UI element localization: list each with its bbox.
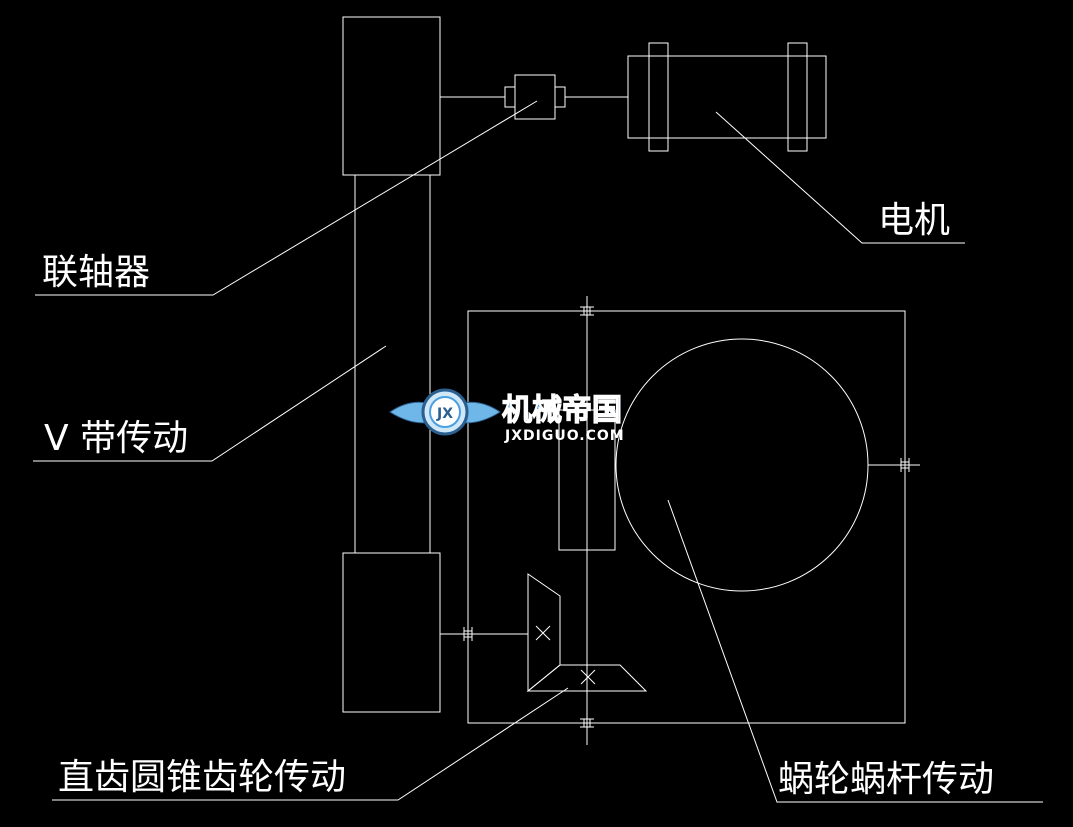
watermark-logo: JX 机械帝国 JXDIGUO.COM <box>389 388 625 444</box>
coupling-right-hub <box>554 86 566 108</box>
bevel-gear-horizontal-x2 <box>580 669 596 685</box>
label-worm-gear: 蜗轮蜗杆传动 <box>778 759 994 800</box>
watermark-url: JXDIGUO.COM <box>504 428 625 444</box>
gearbox-housing <box>440 296 920 745</box>
bevel-gear-vertical-x2 <box>535 625 551 641</box>
coupling-left-hub <box>504 86 516 108</box>
v-belt-drive <box>342 16 441 713</box>
coupling-assembly <box>440 74 628 120</box>
leader-lines <box>33 100 1043 803</box>
leader-motor <box>715 111 965 244</box>
housing-frame <box>467 310 906 724</box>
motor <box>627 42 827 152</box>
watermark-brand: 机械帝国 <box>502 393 622 428</box>
upper-pulley <box>342 16 441 176</box>
motor-body <box>627 55 827 139</box>
label-v-belt: V 带传动 <box>44 418 188 459</box>
gear-wings-icon: JX <box>389 388 501 436</box>
worm-wheel <box>615 338 869 592</box>
bevel-gear-horizontal <box>526 664 648 692</box>
coupling-body <box>514 74 556 120</box>
bottom-bearing-mark <box>580 718 594 728</box>
leader-coupling <box>35 100 538 296</box>
label-coupling: 联轴器 <box>42 252 150 293</box>
left-bearing-mark <box>463 627 473 641</box>
leader-bevel-gear <box>52 687 569 801</box>
label-bevel-gear: 直齿圆锥齿轮传动 <box>58 757 346 798</box>
lower-pulley <box>342 552 441 713</box>
motor-right-flange <box>787 42 808 152</box>
motor-left-flange <box>648 42 669 152</box>
right-bearing-mark <box>900 458 910 472</box>
top-bearing-mark <box>580 306 594 316</box>
label-motor: 电机 <box>878 200 950 241</box>
worm <box>558 409 616 551</box>
watermark-emblem: JX <box>436 406 453 422</box>
leader-v-belt <box>33 345 387 462</box>
leader-worm-gear <box>667 499 1043 803</box>
